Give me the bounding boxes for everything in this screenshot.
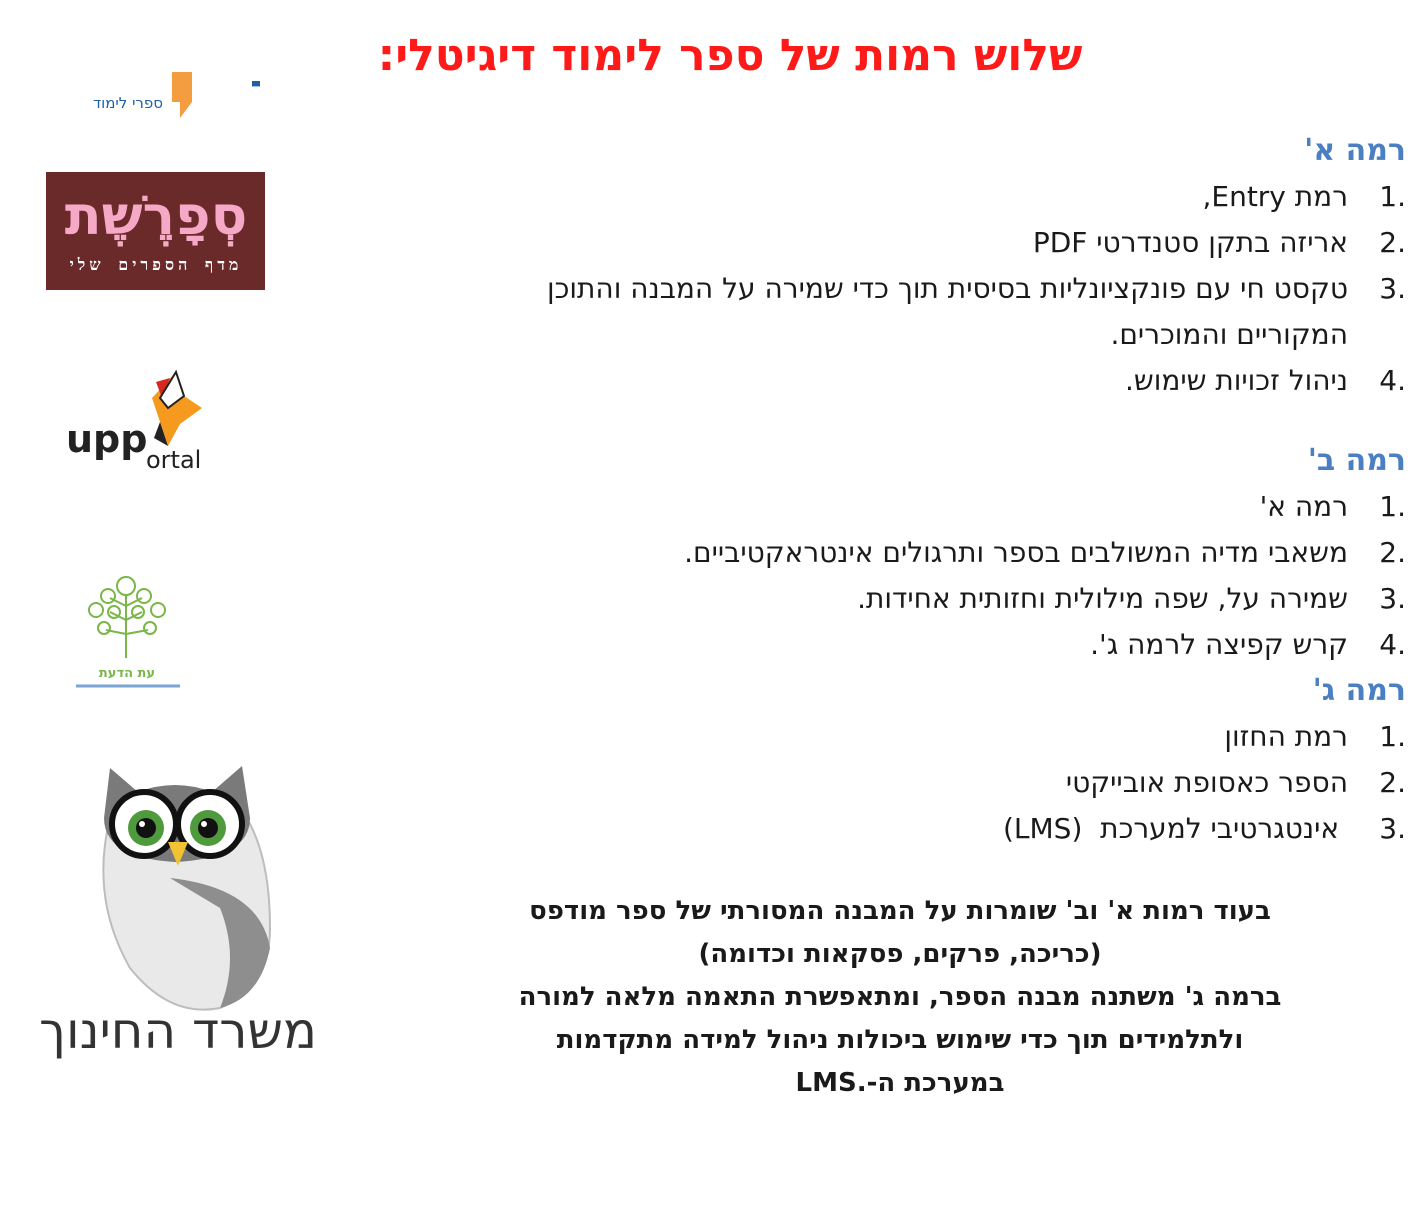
summary-text: בעוד רמות א' וב' שומרות על המבנה המסורתי… — [400, 890, 1400, 1105]
level-b-list: 1. רמה א' 2. משאבי מדיה המשולבים בספר ותרג… — [446, 484, 1406, 668]
safreshet-logo-name: סְפָרֶשֶׁת — [65, 184, 248, 247]
level-heading: רמה ג' — [1312, 673, 1406, 708]
list-item-text: שמירה על, שפה מילולית וחזותית אחידות. — [857, 582, 1348, 615]
ministry-owl-logo: משרד החינוך — [20, 758, 340, 1068]
upportal-logo-ortal: ortal — [146, 446, 201, 474]
list-item-number: 1. — [1379, 490, 1406, 523]
list-item: 2. אריזה בתקן סטנדרטי PDF — [446, 220, 1406, 266]
tree-icon — [88, 576, 166, 658]
list-item: 2. משאבי מדיה המשולבים בספר ותרגולים אינט… — [446, 530, 1406, 576]
ministry-logo-name: משרד החינוך — [39, 1002, 317, 1060]
list-item-text: הספר כאסופת אובייקטי — [1065, 766, 1348, 799]
list-item: 3. טקסט חי עם פונקציונליות בסיסית תוך כדי… — [446, 266, 1406, 358]
upportal-logo: upp ortal — [64, 368, 214, 476]
list-item-text: טקסט חי עם פונקציונליות בסיסית תוך כדי ש… — [546, 272, 1348, 351]
et-hadaat-logo: עת הדעת — [70, 572, 185, 692]
list-item-text: משאבי מדיה המשולבים בספר ותרגולים אינטרא… — [684, 536, 1348, 569]
list-item-text: אריזה בתקן סטנדרטי PDF — [1032, 226, 1348, 259]
list-item-text: ניהול זכויות שימוש. — [1124, 364, 1348, 397]
list-item-number: 4. — [1379, 628, 1406, 661]
summary-line: ולתלמידים תוך כדי שימוש ביכולות ניהול למ… — [556, 1025, 1244, 1055]
list-item-number: 2. — [1379, 536, 1406, 569]
levels-content: רמה א' 1. רמת Entry, 2. אריזה בתקן סטנדרטי… — [446, 128, 1406, 852]
bird-icon — [152, 369, 202, 446]
summary-line: בעוד רמות א' וב' שומרות על המבנה המסורתי… — [529, 896, 1271, 926]
upportal-logo-upp: upp — [66, 417, 147, 461]
list-item: 1. רמה א' — [446, 484, 1406, 530]
owl-icon — [102, 766, 272, 1011]
list-item-number: 2. — [1379, 766, 1406, 799]
list-item-text: רמת החזון — [1224, 720, 1348, 753]
list-item-text: אינטגרטיבי למערכת (LMS) — [1002, 812, 1348, 845]
koter-logo: כותר ספרי לימוד — [30, 58, 351, 128]
level-c: רמה ג' 1. רמת החזון 2. הספר כאסופת אובייקט… — [446, 668, 1406, 852]
list-item-number: 1. — [1379, 180, 1406, 213]
level-c-list: 1. רמת החזון 2. הספר כאסופת אובייקטי 3. אי… — [446, 714, 1406, 852]
list-item-text: רמת Entry, — [1202, 180, 1348, 213]
koter-logo-name: כותר — [250, 63, 260, 117]
level-a: רמה א' 1. רמת Entry, 2. אריזה בתקן סטנדרטי… — [446, 128, 1406, 404]
list-item: 1. רמת Entry, — [446, 174, 1406, 220]
level-a-list: 1. רמת Entry, 2. אריזה בתקן סטנדרטי PDF 3.… — [446, 174, 1406, 404]
summary-line: במערכת ה-.LMS — [795, 1068, 1005, 1098]
list-item: 4. קרש קפיצה לרמה ג'. — [446, 622, 1406, 668]
list-item: 2. הספר כאסופת אובייקטי — [446, 760, 1406, 806]
safreshet-logo: סְפָרֶשֶׁת מדף הספרים שלי — [46, 172, 265, 290]
summary-line: (כריכה, פרקים, פסקאות וכדומה) — [698, 939, 1102, 969]
list-item-number: 3. — [1379, 582, 1406, 615]
list-item-number: 3. — [1379, 272, 1406, 305]
level-heading: רמה א' — [1304, 133, 1406, 168]
page-title: שלוש רמות של ספר לימוד דיגיטלי: — [377, 30, 1083, 81]
et-hadaat-label-bar — [84, 662, 170, 682]
koter-logo-subtitle: ספרי לימוד — [93, 94, 163, 112]
list-item-text: קרש קפיצה לרמה ג'. — [1090, 628, 1348, 661]
safreshet-logo-subtitle: מדף הספרים שלי — [70, 255, 243, 274]
list-item: 4. ניהול זכויות שימוש. — [446, 358, 1406, 404]
list-item-number: 1. — [1379, 720, 1406, 753]
list-item: 3. שמירה על, שפה מילולית וחזותית אחידות. — [446, 576, 1406, 622]
level-heading: רמה ב' — [1307, 443, 1406, 478]
list-item-number: 4. — [1379, 364, 1406, 397]
summary-line: ברמה ג' משתנה מבנה הספר, ומתאפשרת התאמה … — [518, 982, 1282, 1012]
et-hadaat-logo-name: עת הדעת — [99, 666, 155, 681]
list-item-number: 2. — [1379, 226, 1406, 259]
list-item-text: רמה א' — [1259, 490, 1348, 523]
level-b: רמה ב' 1. רמה א' 2. משאבי מדיה המשולבים בס… — [446, 438, 1406, 668]
list-item: 1. רמת החזון — [446, 714, 1406, 760]
list-item: 3. אינטגרטיבי למערכת (LMS) — [446, 806, 1406, 852]
list-item-number: 3. — [1379, 812, 1406, 845]
